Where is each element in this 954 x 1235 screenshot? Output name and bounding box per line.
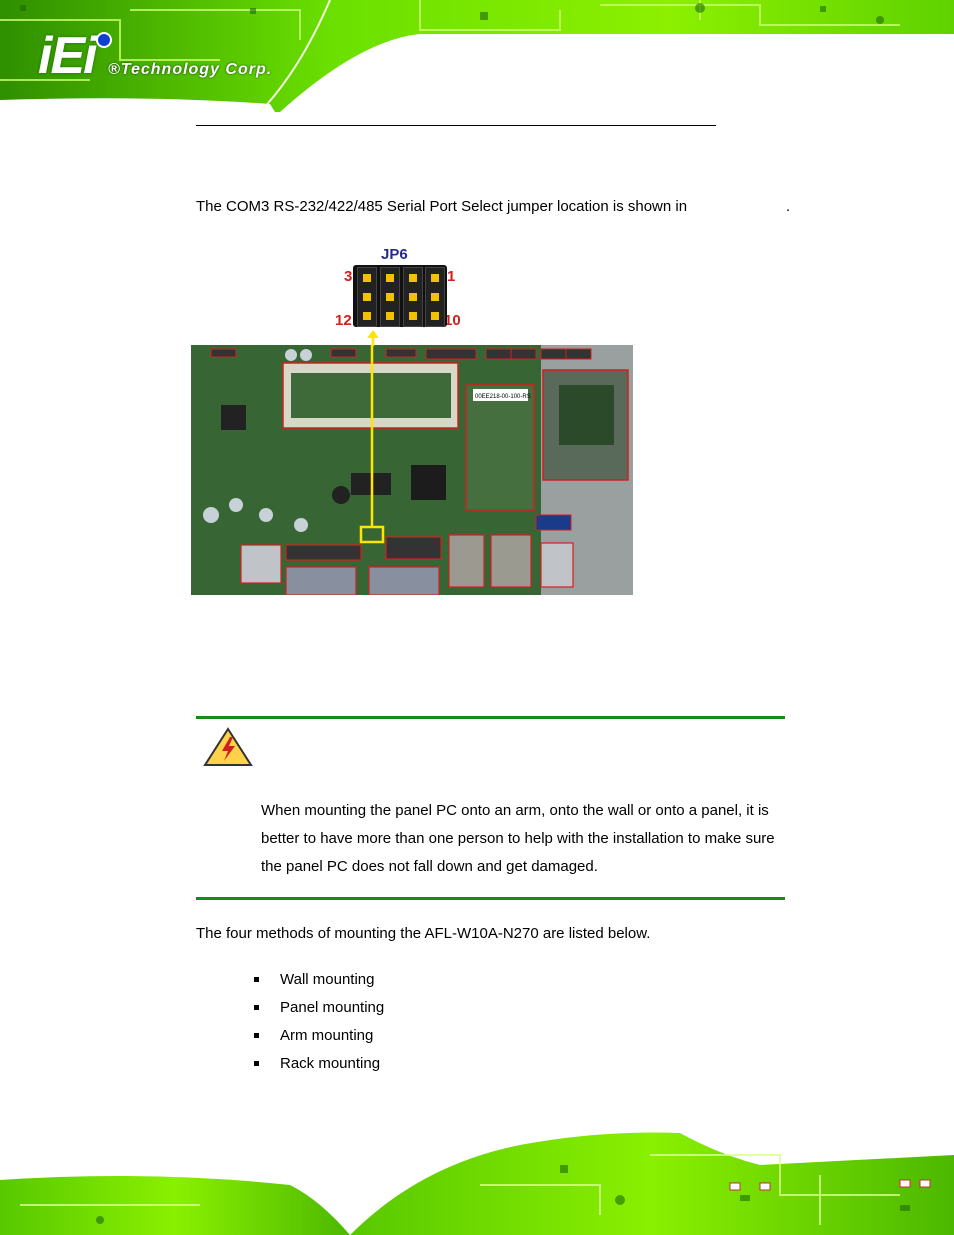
jumper-cap bbox=[357, 267, 377, 327]
pin-label-12: 12 bbox=[335, 312, 352, 329]
list-item: Wall mounting bbox=[254, 969, 384, 997]
circuit-footer-graphic bbox=[0, 1132, 954, 1235]
logo-text: ®Technology Corp. bbox=[108, 61, 273, 78]
logo-mark: iEi bbox=[38, 27, 98, 85]
mounting-methods-list: Wall mounting Panel mounting Arm mountin… bbox=[254, 969, 384, 1081]
warning-top-rule bbox=[196, 716, 785, 719]
pin-label-3: 3 bbox=[344, 268, 353, 285]
intro-period: . bbox=[786, 198, 791, 215]
list-item: Panel mounting bbox=[254, 997, 384, 1025]
bullet-icon bbox=[254, 977, 259, 982]
arrow-up-icon bbox=[367, 330, 379, 346]
company-logo: iEi ®Technology Corp. bbox=[38, 30, 298, 90]
pin-label-10: 10 bbox=[444, 312, 461, 329]
list-item: Rack mounting bbox=[254, 1053, 384, 1081]
footer-banner bbox=[0, 1125, 954, 1235]
warning-bottom-rule bbox=[196, 897, 785, 900]
circuit-banner-graphic bbox=[0, 0, 954, 112]
methods-intro: The four methods of mounting the AFL-W10… bbox=[196, 925, 651, 942]
motherboard-photo: 00EE218-00-100-RS bbox=[191, 345, 633, 595]
bullet-icon bbox=[254, 1061, 259, 1066]
board-silkscreen-label: 00EE218-00-100-RS bbox=[475, 394, 531, 400]
intro-paragraph: The COM3 RS-232/422/485 Serial Port Sele… bbox=[196, 198, 688, 215]
pin-label-1: 1 bbox=[447, 268, 456, 285]
logo-dot-icon bbox=[96, 32, 112, 48]
list-item: Arm mounting bbox=[254, 1025, 384, 1053]
jp6-jumper-header bbox=[353, 265, 447, 327]
warning-icon bbox=[203, 727, 253, 766]
bullet-icon bbox=[254, 1005, 259, 1010]
jumper-cap bbox=[403, 267, 423, 327]
header-banner: iEi ®Technology Corp. bbox=[0, 0, 954, 112]
warning-text: When mounting the panel PC onto an arm, … bbox=[261, 802, 775, 875]
jumper-cap bbox=[380, 267, 400, 327]
jumper-label: JP6 bbox=[381, 246, 408, 263]
header-divider bbox=[196, 125, 716, 126]
bullet-icon bbox=[254, 1033, 259, 1038]
jumper-cap bbox=[425, 267, 445, 327]
